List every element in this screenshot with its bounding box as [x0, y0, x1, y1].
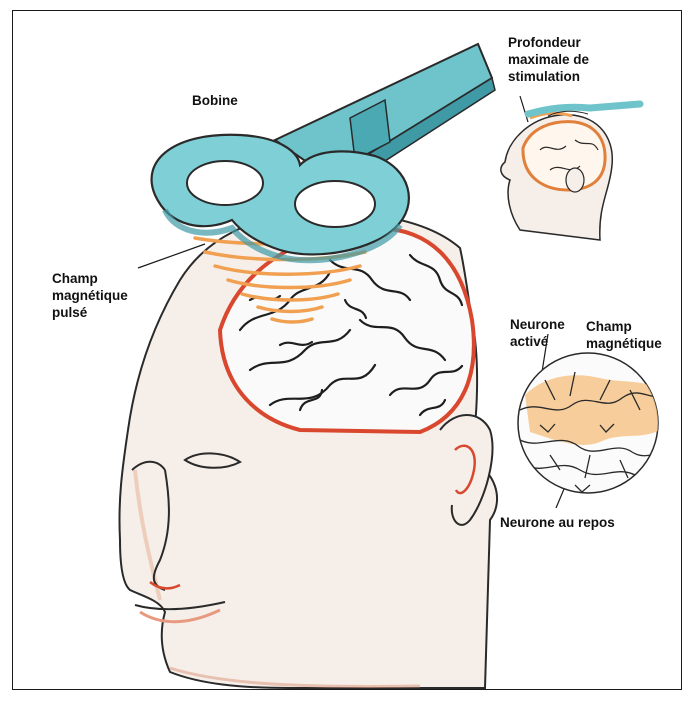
- max-depth-label: Profondeur maximale de stimulation: [508, 34, 589, 85]
- pulsed-field-label: Champ magnétique pulsé: [52, 270, 128, 321]
- coil-label: Bobine: [192, 92, 238, 109]
- neuron-inset: [518, 353, 665, 493]
- resting-neuron-label: Neurone au repos: [500, 514, 615, 531]
- activated-neuron-label: Neurone activé: [510, 316, 565, 350]
- depth-inset-head: [501, 104, 640, 240]
- magnetic-field-label: Champ magnétique: [586, 318, 662, 352]
